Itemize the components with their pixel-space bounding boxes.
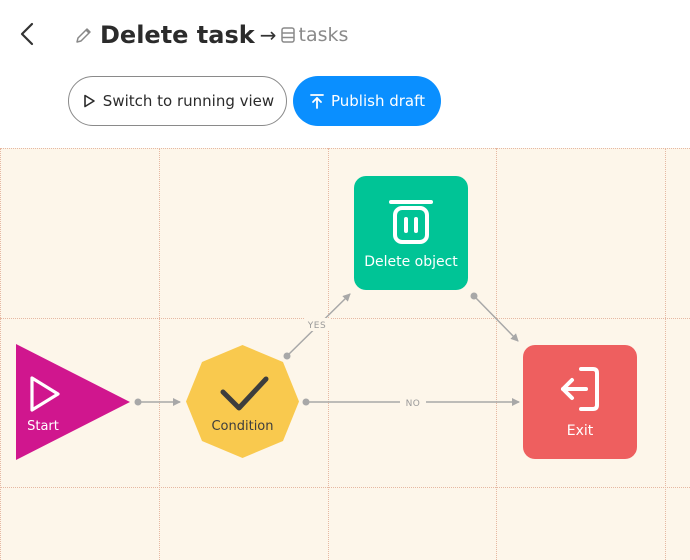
trash-icon (389, 200, 433, 244)
delete-node-label: Delete object (364, 254, 458, 270)
delete-object-node[interactable]: Delete object (354, 176, 468, 290)
start-node-label: Start (27, 419, 59, 434)
play-icon (83, 94, 95, 108)
title-row: Delete task → tasks (74, 18, 348, 52)
condition-node[interactable]: Condition (185, 344, 300, 459)
publish-button-label: Publish draft (330, 92, 425, 110)
target-table-name[interactable]: tasks (298, 24, 349, 46)
pencil-icon[interactable] (74, 25, 94, 45)
play-icon (30, 376, 60, 412)
grid-line (665, 148, 666, 560)
switch-to-running-view-button[interactable]: Switch to running view (68, 76, 287, 126)
title-arrow: → (259, 23, 277, 47)
switch-button-label: Switch to running view (102, 92, 275, 110)
grid-line (0, 148, 690, 149)
page-title[interactable]: Delete task (100, 21, 255, 49)
table-icon (280, 27, 295, 43)
grid-line (0, 318, 690, 319)
grid-line (159, 148, 160, 560)
grid-line (0, 148, 1, 560)
page-header: Delete task → tasks Switch to running vi… (0, 0, 690, 148)
upload-arrow-icon (310, 94, 324, 109)
grid-line (0, 487, 690, 488)
grid-line (328, 148, 329, 560)
exit-node[interactable]: Exit (523, 345, 637, 459)
exit-node-label: Exit (566, 423, 594, 439)
back-button[interactable] (12, 18, 44, 50)
publish-draft-button[interactable]: Publish draft (293, 76, 441, 126)
start-node[interactable]: Start (14, 344, 134, 460)
exit-door-icon (561, 367, 599, 411)
checkmark-icon (220, 376, 269, 411)
condition-node-label: Condition (211, 419, 273, 434)
grid-line (496, 148, 497, 560)
chevron-left-icon (20, 22, 34, 46)
